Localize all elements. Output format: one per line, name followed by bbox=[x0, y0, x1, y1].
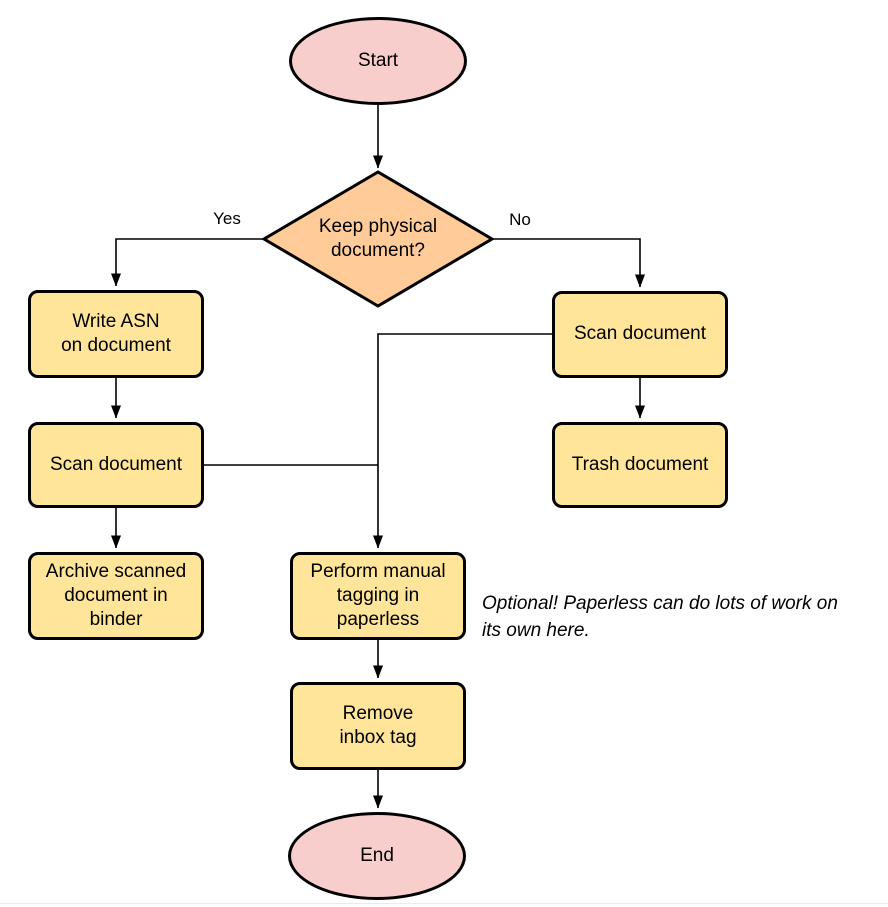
node-archive-scanned-label: Archive scanned document in binder bbox=[45, 560, 187, 631]
page-bottom-edge bbox=[0, 903, 888, 904]
optional-note: Optional! Paperless can do lots of work … bbox=[482, 593, 838, 641]
node-trash-document-label: Trash document bbox=[571, 453, 709, 475]
edge-decision-scan-discard bbox=[492, 238, 645, 288]
node-decision-label: Keep physical document? bbox=[318, 215, 438, 261]
edge-decision-write-asn bbox=[111, 238, 264, 287]
node-remove-inbox-tag-label: Remove inbox tag bbox=[339, 702, 417, 748]
decision-diamond-shape bbox=[261, 170, 495, 308]
node-end: End bbox=[288, 812, 466, 900]
node-manual-tagging-label: Perform manual tagging in paperless bbox=[310, 560, 446, 631]
node-scan-document-discard: Scan document bbox=[552, 291, 728, 378]
node-archive-scanned: Archive scanned document in binder bbox=[28, 552, 204, 640]
node-write-asn: Write ASN on document bbox=[28, 290, 204, 378]
node-write-asn-label: Write ASN on document bbox=[61, 310, 171, 356]
node-end-label: End bbox=[360, 844, 394, 866]
node-start-label: Start bbox=[357, 49, 399, 71]
node-manual-tagging: Perform manual tagging in paperless bbox=[290, 552, 466, 640]
node-trash-document: Trash document bbox=[552, 422, 728, 508]
edge-label-yes: Yes bbox=[213, 209, 241, 228]
node-scan-document-keep: Scan document bbox=[28, 422, 204, 508]
edge-scan-discard-tagging bbox=[373, 333, 552, 549]
node-scan-document-keep-label: Scan document bbox=[49, 453, 183, 475]
node-decision: Keep physical document? bbox=[264, 172, 492, 306]
edge-label-no: No bbox=[509, 210, 531, 229]
node-scan-document-discard-label: Scan document bbox=[573, 323, 707, 345]
node-start: Start bbox=[289, 17, 467, 105]
node-remove-inbox-tag: Remove inbox tag bbox=[290, 682, 466, 770]
